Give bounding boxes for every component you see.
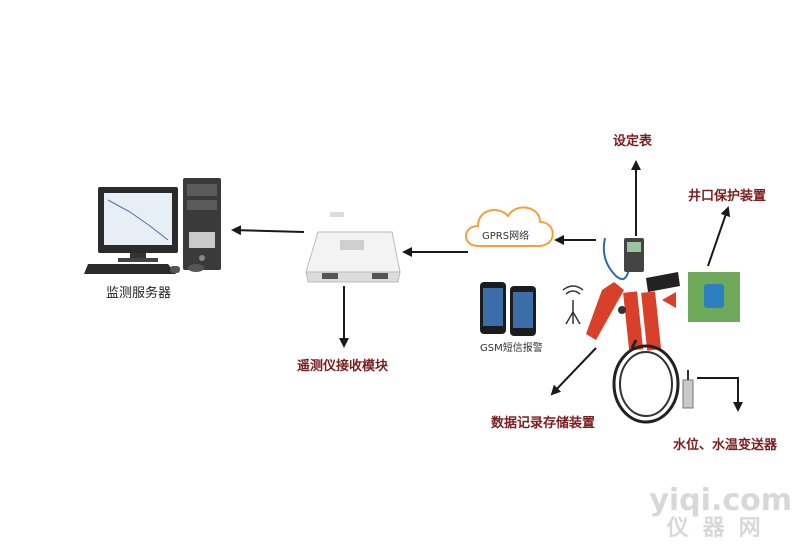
watermark-latin: yiqi.com	[649, 483, 792, 518]
gsm-alarm-label: GSM短信报警	[480, 343, 543, 354]
transmitter-illustration	[612, 339, 694, 424]
watermark-chinese: 仪器网	[666, 516, 775, 541]
phones-illustration	[480, 282, 536, 336]
arrow-to-data-logger-label	[550, 347, 597, 396]
antenna-icon	[562, 285, 584, 325]
gprs-cloud-illustration	[465, 206, 554, 247]
computer-illustration	[84, 178, 221, 274]
watermark-logo: yiqi.com 仪器网	[649, 486, 792, 543]
monitor-server-label: 监测服务器	[106, 286, 172, 301]
telemetry-module-label: 遥测仪接收模块	[297, 359, 389, 374]
setting-meter-label: 设定表	[613, 134, 653, 149]
transmitter-label: 水位、水温变送器	[673, 438, 778, 453]
arrow-to-wellhead	[707, 206, 731, 267]
receiver-module-illustration	[305, 212, 401, 283]
gprs-network-label: GPRS网络	[482, 231, 530, 242]
wellhead-device-illustration	[688, 272, 740, 322]
data-logger-label: 数据记录存储装置	[491, 416, 596, 431]
arrow-to-transmitter-label	[697, 377, 743, 412]
setting-meter-illustration	[602, 237, 644, 280]
arrow-module-to-server	[231, 225, 305, 236]
wellhead-device-label: 井口保护装置	[688, 189, 767, 204]
flow-arrows	[231, 160, 743, 412]
data-logger-illustration	[586, 272, 680, 351]
